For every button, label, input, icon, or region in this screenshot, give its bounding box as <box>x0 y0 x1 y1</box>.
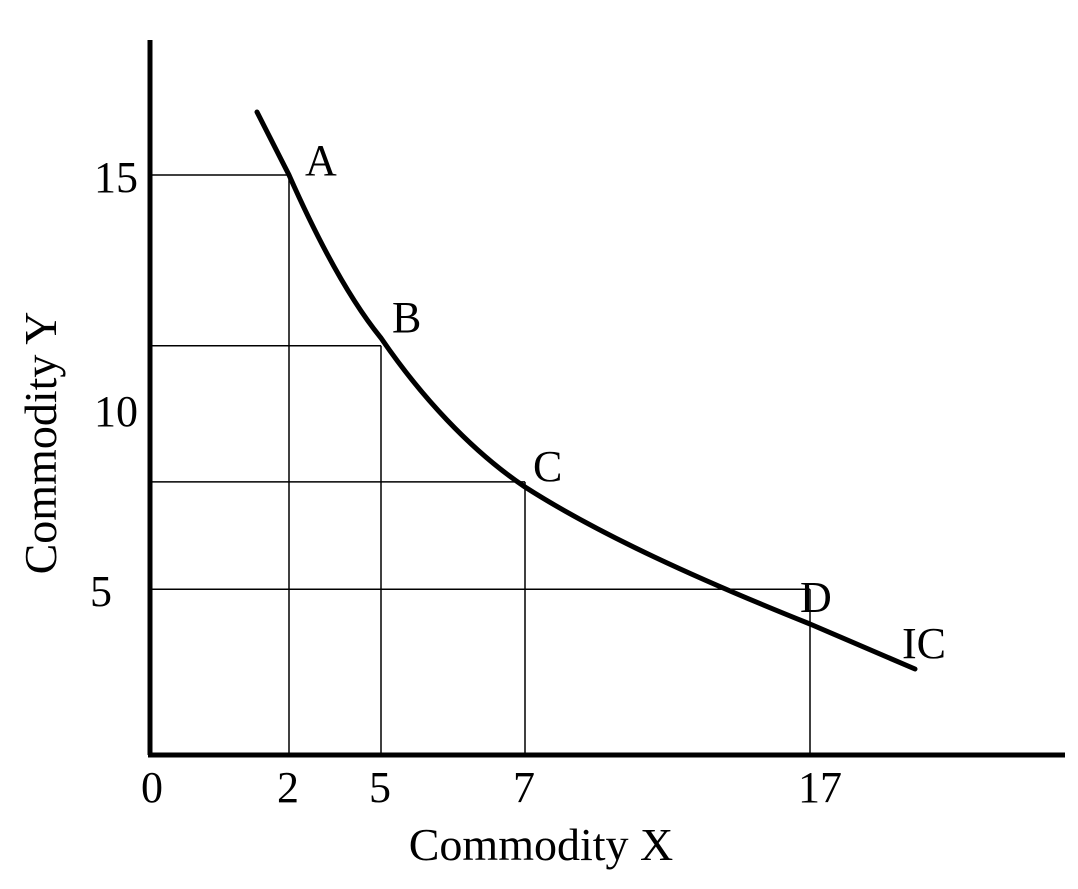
y-tick-label: 5 <box>90 567 112 616</box>
x-tick-label: 7 <box>513 763 535 812</box>
x-tick-label: 2 <box>277 763 299 812</box>
tick-labels: 0 2 5 7 17 5 10 15 <box>90 153 842 812</box>
point-labels: A B C D IC <box>305 136 946 668</box>
y-tick-label: 10 <box>94 387 138 436</box>
point-label-d: D <box>800 573 832 622</box>
point-label-c: C <box>533 442 562 491</box>
x-axis-title: Commodity X <box>409 819 674 870</box>
y-axis-title: Commodity Y <box>15 312 66 575</box>
x-tick-label: 0 <box>141 763 163 812</box>
point-label-b: B <box>392 293 421 342</box>
guide-lines <box>150 174 811 755</box>
point-label-a: A <box>305 136 337 185</box>
x-tick-label: 17 <box>798 763 842 812</box>
indifference-curve <box>254 109 918 672</box>
curve-label: IC <box>902 619 946 668</box>
y-tick-label: 15 <box>94 153 138 202</box>
x-tick-label: 5 <box>369 763 391 812</box>
